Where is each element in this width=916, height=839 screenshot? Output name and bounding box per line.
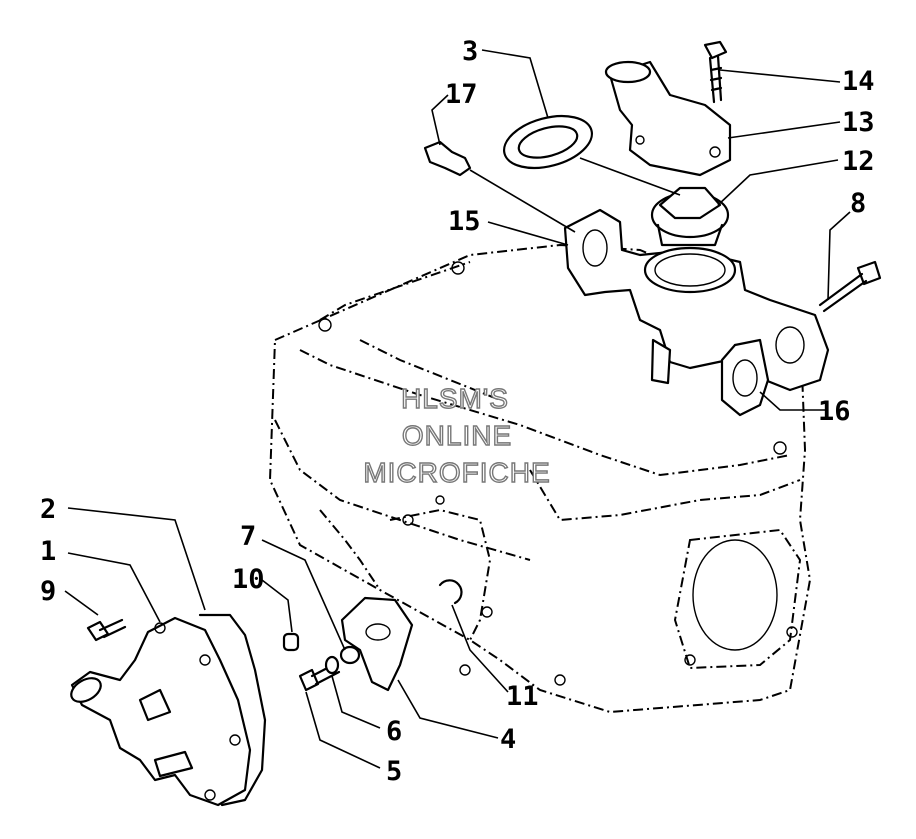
bolt-8 [818,260,882,313]
water-pump-cover [70,616,252,807]
callout-7: 7 [240,521,256,552]
thermostat-housing [563,208,830,392]
pump-gasket [198,613,267,807]
leader-7 [261,539,346,651]
seal-ring [339,645,361,665]
leader-2 [67,507,206,611]
leader-14 [719,69,841,83]
thermostat-cover [604,60,732,177]
leader-1 [67,552,161,623]
circlip [438,579,463,605]
watermark-line-1: HLSM'S [401,383,509,414]
gasket-ring [502,114,594,170]
leader-8 [827,211,851,301]
bolt-5 [298,662,341,692]
callout-2: 2 [40,494,56,525]
leader-3b [579,157,681,196]
leader-9 [64,590,99,616]
callout-15: 15 [448,206,481,237]
callout-10: 10 [232,564,265,595]
leader-11 [451,604,509,693]
callout-11: 11 [506,681,539,712]
callout-13: 13 [842,107,875,138]
washer [324,655,340,675]
leader-12 [717,159,839,206]
leader-6 [331,675,381,729]
leader-3 [481,49,549,119]
leader-17 [431,94,449,146]
callout-4: 4 [500,724,516,755]
outlet-gasket [720,338,770,417]
callout-5: 5 [386,756,402,787]
callout-14: 14 [842,66,875,97]
callout-3: 3 [462,36,478,67]
leader-5 [305,691,381,769]
leader-10 [261,579,293,633]
leader-15 [487,221,569,246]
leader-13 [727,121,841,139]
callout-1: 1 [40,536,56,567]
watermark-line-3: MICROFICHE [363,457,550,488]
dowel-pin [282,632,300,652]
callout-12: 12 [842,146,875,177]
bolt-9 [86,618,127,642]
thermostat [650,186,730,247]
impeller [340,596,414,692]
callout-17: 17 [445,79,478,110]
bolt-14 [703,40,728,104]
callout-16: 16 [818,396,851,427]
leader-17b [469,169,576,233]
watermark-line-2: ONLINE [402,420,512,451]
callout-9: 9 [40,576,56,607]
temp-sensor [423,140,472,177]
watermark: HLSM'S ONLINE MICROFICHE [363,382,551,488]
callout-6: 6 [386,716,402,747]
leader-lines [64,49,851,769]
leader-4 [397,679,499,739]
callout-8: 8 [850,188,866,219]
callout-labels: 3 17 14 13 12 8 15 16 2 1 9 7 10 11 6 4 … [40,36,875,787]
leader-16 [759,391,825,411]
